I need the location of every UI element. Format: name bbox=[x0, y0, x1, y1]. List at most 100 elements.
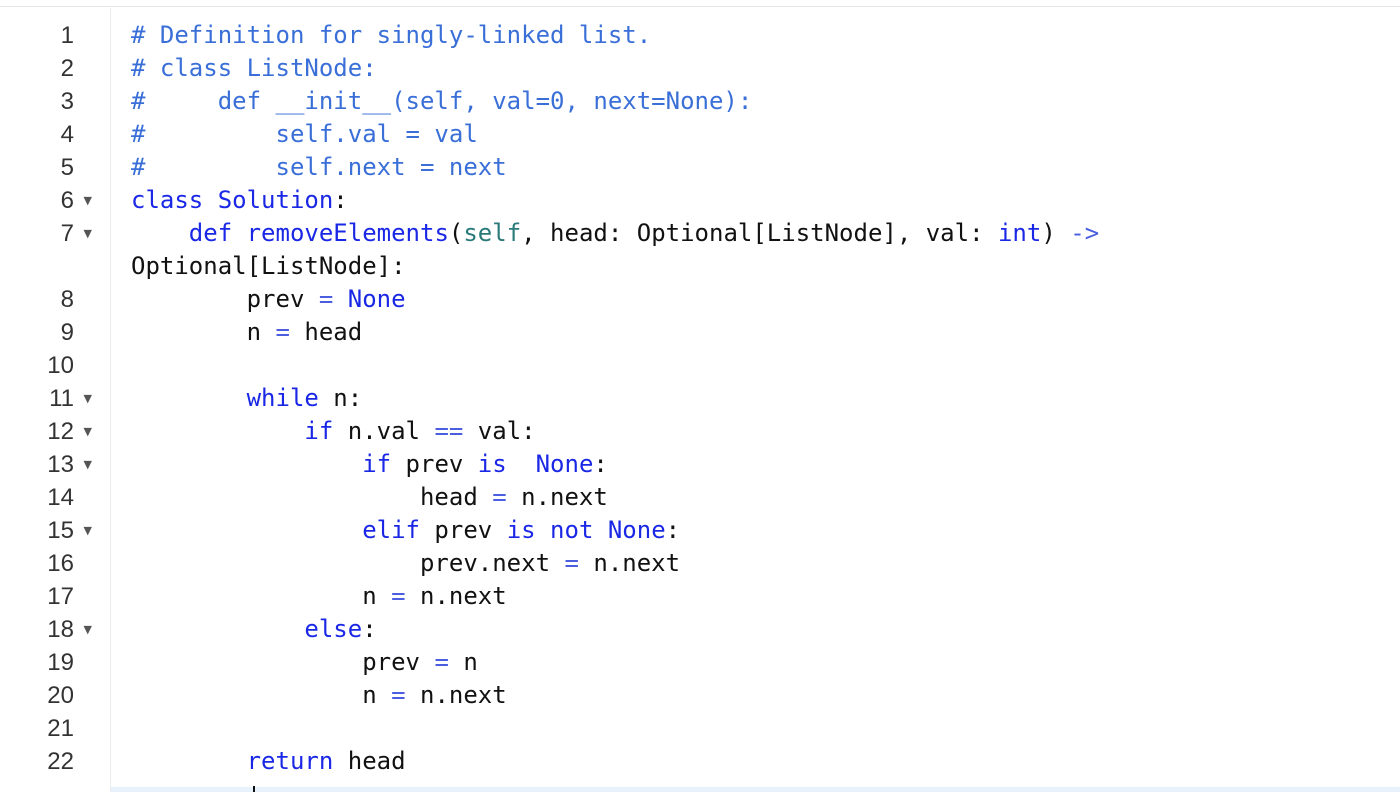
code-line[interactable]: # Definition for singly-linked list. bbox=[131, 19, 651, 52]
code-line[interactable]: # self.val = val bbox=[131, 118, 478, 151]
code-token: prev bbox=[131, 284, 319, 313]
code-line[interactable]: if prev is None: bbox=[131, 448, 608, 481]
code-token: = bbox=[275, 317, 290, 346]
line-number: 15 bbox=[47, 516, 74, 544]
code-line[interactable]: Optional[ListNode]: bbox=[131, 250, 406, 283]
code-token: : bbox=[333, 185, 348, 214]
code-token: : bbox=[593, 449, 608, 478]
code-token bbox=[131, 384, 247, 412]
code-token: None bbox=[535, 449, 594, 478]
line-number: 9 bbox=[60, 318, 74, 346]
code-line[interactable]: # class ListNode: bbox=[131, 52, 377, 85]
fold-toggle-icon[interactable]: ▼ bbox=[83, 622, 92, 636]
code-token: is bbox=[477, 449, 507, 478]
code-line[interactable]: elif prev is not None: bbox=[131, 514, 680, 547]
line-number: 21 bbox=[47, 714, 74, 742]
code-token: int bbox=[997, 218, 1042, 247]
code-line[interactable]: n = n.next bbox=[131, 580, 507, 613]
code-line[interactable]: while n: bbox=[131, 382, 363, 415]
code-line[interactable]: # def __init__(self, val=0, next=None): bbox=[131, 85, 752, 118]
code-token bbox=[131, 747, 247, 775]
code-token: -> bbox=[1070, 218, 1100, 247]
code-line[interactable]: if n.val == val: bbox=[131, 415, 535, 448]
gutter-row: 21 bbox=[0, 712, 110, 745]
gutter-row: 18 ▼ bbox=[0, 613, 110, 646]
code-token bbox=[593, 516, 607, 544]
code-token: Optional[ListNode]: bbox=[131, 251, 406, 280]
code-line[interactable]: n = n.next bbox=[131, 679, 507, 712]
gutter-row: 15 ▼ bbox=[0, 514, 110, 547]
gutter-row: 4 bbox=[0, 118, 110, 151]
line-number: 19 bbox=[47, 648, 74, 676]
code-token bbox=[203, 186, 217, 214]
fold-toggle-icon[interactable]: ▼ bbox=[83, 391, 92, 405]
code-token: n bbox=[131, 581, 392, 610]
code-token: prev bbox=[391, 449, 478, 478]
gutter-row: 12▼ bbox=[0, 415, 110, 448]
code-line[interactable]: prev.next = n.next bbox=[131, 547, 680, 580]
code-token: head bbox=[333, 746, 406, 775]
code-token: head bbox=[289, 317, 363, 346]
gutter-row: 11 ▼ bbox=[0, 382, 110, 415]
gutter-row: 8 bbox=[0, 283, 110, 316]
code-token: prev bbox=[131, 647, 435, 676]
code-line[interactable]: return head bbox=[131, 745, 406, 778]
code-area[interactable]: # Definition for singly-linked list.# cl… bbox=[111, 8, 1400, 792]
fold-toggle-icon[interactable]: ▼ bbox=[83, 523, 92, 537]
code-token: n.val bbox=[333, 416, 435, 445]
fold-toggle-icon[interactable]: ▼ bbox=[83, 424, 92, 438]
code-token: = bbox=[434, 647, 449, 676]
line-number: 1 bbox=[60, 21, 74, 49]
code-token: # class ListNode: bbox=[131, 53, 377, 82]
code-line[interactable]: head = n.next bbox=[131, 481, 608, 514]
code-token: return bbox=[246, 746, 334, 775]
code-token: ( bbox=[448, 218, 464, 247]
code-token: prev.next bbox=[131, 548, 565, 577]
fold-toggle-icon[interactable]: ▼ bbox=[83, 457, 92, 471]
line-number: 6 bbox=[60, 186, 74, 214]
code-token: while bbox=[246, 383, 319, 412]
line-number: 2 bbox=[60, 54, 74, 82]
code-token: removeElements bbox=[246, 218, 449, 247]
code-line[interactable]: def removeElements(self, head: Optional[… bbox=[131, 217, 1099, 250]
code-line[interactable]: class Solution: bbox=[131, 184, 348, 217]
code-line[interactable]: else: bbox=[131, 613, 377, 646]
code-token: , head: Optional[ListNode], val: bbox=[521, 218, 998, 247]
line-number: 8 bbox=[60, 285, 74, 313]
gutter-row: 19 bbox=[0, 646, 110, 679]
fold-toggle-icon[interactable]: ▼ bbox=[83, 193, 92, 207]
code-token: n bbox=[448, 647, 478, 676]
code-line[interactable]: # self.next = next bbox=[131, 151, 507, 184]
code-token: == bbox=[434, 416, 464, 445]
line-number: 20 bbox=[47, 681, 74, 709]
code-token: n.next bbox=[506, 482, 608, 511]
text-cursor bbox=[253, 786, 255, 792]
gutter-row: 16 bbox=[0, 547, 110, 580]
line-number: 11 bbox=[49, 384, 74, 412]
fold-toggle-icon[interactable]: ▼ bbox=[83, 226, 92, 240]
gutter-row: 5 bbox=[0, 151, 110, 184]
code-token bbox=[131, 516, 362, 544]
code-token: = bbox=[391, 581, 406, 610]
code-line[interactable]: prev = n bbox=[131, 646, 478, 679]
line-number: 18 bbox=[47, 615, 74, 643]
gutter-row: 6▼ bbox=[0, 184, 110, 217]
code-token: # def __init__(self, val=0, next=None): bbox=[131, 86, 753, 115]
code-line[interactable]: n = head bbox=[131, 316, 363, 349]
code-token: : bbox=[665, 515, 681, 544]
gutter-row: 3 bbox=[0, 85, 110, 118]
line-number: 14 bbox=[47, 483, 74, 511]
code-token bbox=[131, 615, 304, 643]
code-token: : bbox=[362, 614, 377, 643]
code-token: n.next bbox=[578, 548, 681, 577]
code-line[interactable]: prev = None bbox=[131, 283, 406, 316]
gutter-row bbox=[0, 250, 110, 283]
line-number: 13 bbox=[47, 450, 74, 478]
code-token: prev bbox=[419, 515, 507, 544]
code-token bbox=[507, 450, 536, 478]
code-token: is bbox=[506, 515, 536, 544]
code-token bbox=[131, 219, 189, 247]
code-token: else bbox=[304, 614, 363, 643]
